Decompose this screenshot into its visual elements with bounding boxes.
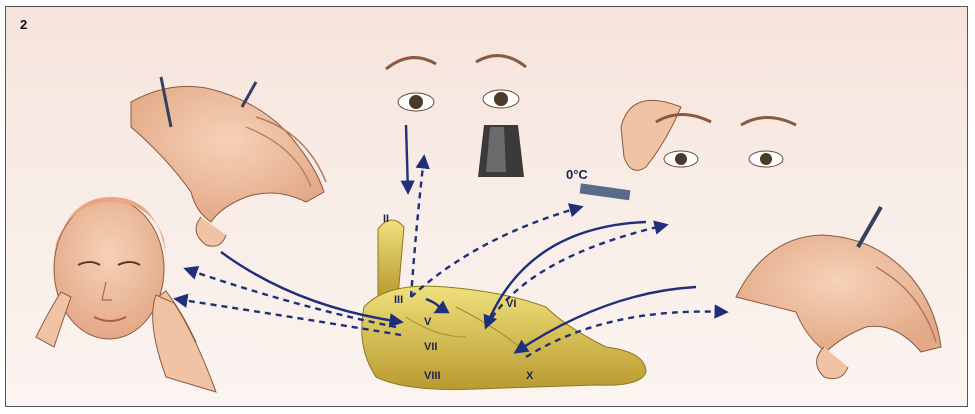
head-tilted-upper-left: [131, 77, 326, 246]
brainstem: [362, 220, 646, 390]
figure-frame: 2: [5, 6, 968, 407]
nerve-label-II: II: [383, 213, 389, 225]
nerve-label-VII: VII: [424, 341, 437, 353]
pathway-eye-movement-efferent: [411, 207, 581, 297]
nerve-label-V: V: [424, 316, 432, 328]
nerve-label-III: III: [394, 294, 403, 306]
head-front-view: [36, 197, 216, 392]
pathway-pupil-efferent: [411, 157, 424, 297]
nerve-label-VIII: VIII: [424, 370, 441, 382]
reflex-pathway-diagram: 0°C II III V VI VII VIII X: [6, 7, 968, 407]
pathway-light-afferent: [406, 125, 408, 192]
nerve-label-X: X: [526, 370, 534, 382]
temperature-label: 0°C: [566, 167, 588, 182]
head-tilted-right: [736, 207, 941, 379]
eyes-right-caloric: 0°C: [566, 100, 796, 200]
